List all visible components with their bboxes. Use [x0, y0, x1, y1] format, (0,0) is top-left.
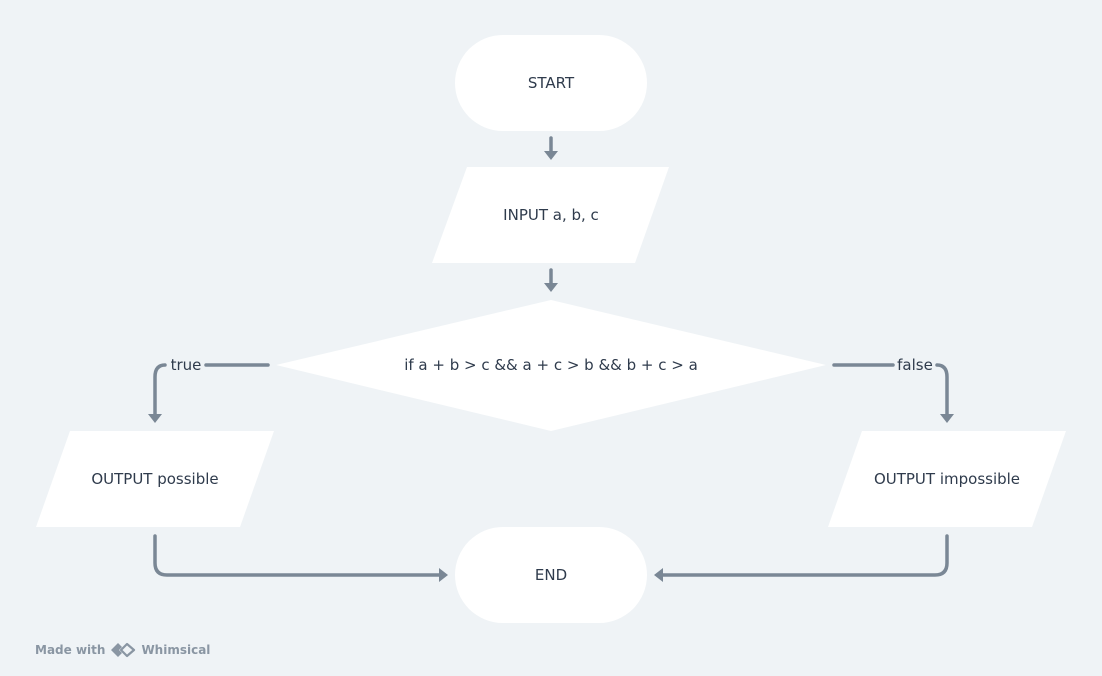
connector-false-right-segment — [935, 363, 949, 416]
arrowhead-start-input — [544, 151, 558, 160]
decision-diamond-shape — [276, 300, 826, 431]
arrowhead-impossible-end — [654, 568, 663, 582]
edge-label-false: false — [897, 356, 933, 374]
output-impossible-parallelogram-shape — [828, 431, 1066, 527]
arrowhead-possible-end — [439, 568, 448, 582]
decision-node[interactable]: if a + b > c && a + c > b && b + c > a — [276, 300, 826, 431]
connector-possible-end — [153, 534, 441, 577]
start-node[interactable]: START — [455, 35, 647, 131]
connectors — [148, 136, 954, 582]
start-terminator-shape — [455, 35, 647, 131]
input-label: INPUT a, b, c — [503, 206, 599, 224]
output-impossible-node[interactable]: OUTPUT impossible — [828, 431, 1066, 527]
output-possible-parallelogram-shape — [36, 431, 274, 527]
whimsical-logo-icon — [110, 641, 136, 659]
end-terminator-shape — [455, 527, 647, 623]
output-possible-node[interactable]: OUTPUT possible — [36, 431, 274, 527]
connector-true-left-segment — [153, 363, 167, 416]
connector-impossible-end — [661, 534, 949, 577]
input-node[interactable]: INPUT a, b, c — [432, 167, 669, 263]
arrowhead-true — [148, 414, 162, 423]
edge-label-true: true — [171, 356, 202, 374]
made-with-label: Made with — [35, 643, 106, 657]
whimsical-brand-label: Whimsical — [141, 643, 211, 657]
decision-label: if a + b > c && a + c > b && b + c > a — [404, 356, 698, 374]
input-parallelogram-shape — [432, 167, 669, 263]
made-with-whimsical-badge[interactable]: Made with Whimsical — [35, 640, 210, 660]
end-node[interactable]: END — [455, 527, 647, 623]
end-label: END — [535, 566, 567, 584]
start-label: START — [528, 74, 575, 92]
arrowhead-input-decision — [544, 283, 558, 292]
output-impossible-label: OUTPUT impossible — [874, 470, 1020, 488]
arrowhead-false — [940, 414, 954, 423]
output-possible-label: OUTPUT possible — [91, 470, 218, 488]
